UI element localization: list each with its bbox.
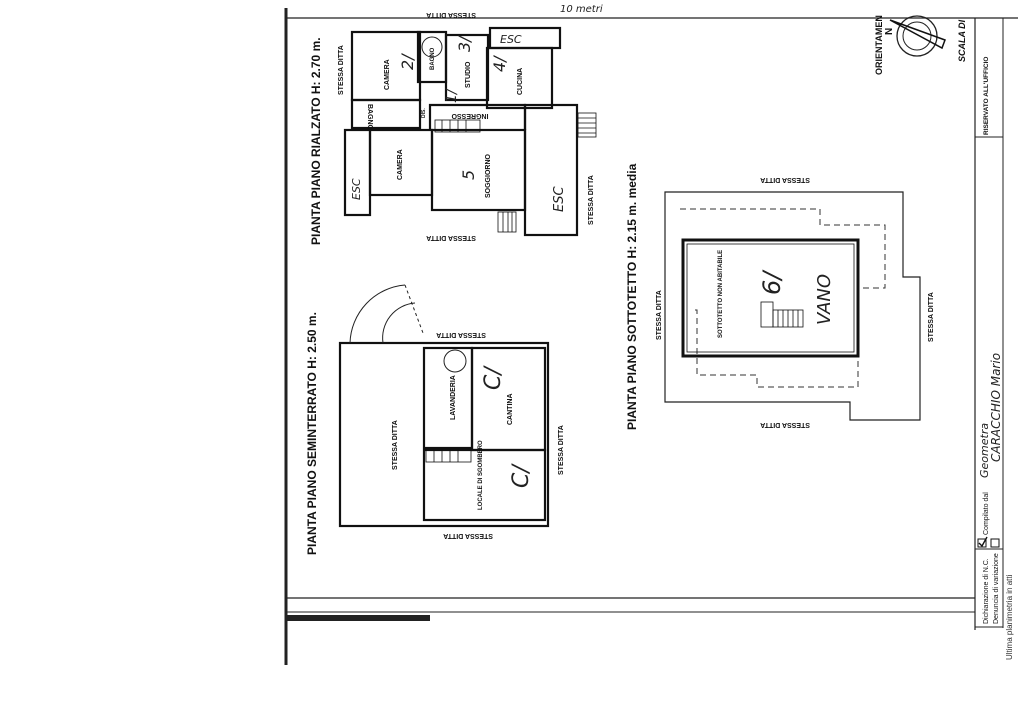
- handwritten-note: 4/: [490, 55, 509, 72]
- neighbor-label: STESSA DITTA: [426, 11, 476, 18]
- room-label: LAVANDERIA: [450, 375, 457, 420]
- room-label: CAMERA: [397, 149, 404, 180]
- neighbor-label: STESSA DITTA: [558, 425, 565, 475]
- room-label: CAMERA: [384, 59, 391, 90]
- compass-icon: [889, 15, 946, 57]
- plan-title: PIANTA PIANO SEMINTERRATO H: 2.50 m.: [305, 312, 319, 555]
- handwritten-note: C/: [481, 365, 506, 390]
- room-label: BAGNO: [430, 47, 436, 70]
- handwritten-note: ESC: [552, 186, 567, 212]
- room-label: CUCINA: [517, 68, 524, 95]
- scale-title: SCALA DI: [957, 19, 967, 62]
- variation-report-checkbox[interactable]: [990, 538, 1000, 548]
- scale-label: 10 metri: [560, 4, 603, 15]
- scale-bar: [287, 615, 430, 621]
- neighbor-label: STESSA DITTA: [588, 175, 595, 225]
- neighbor-label: STESSA DITTA: [426, 234, 476, 241]
- room-label: LOCALE DI SGOMBERO: [478, 440, 484, 510]
- handwritten-note: 6/: [758, 269, 786, 295]
- title-block: Compilato dal Geometra CARACCHIO Mario D…: [977, 353, 1014, 660]
- room-label: STUDIO: [465, 61, 472, 88]
- room-label: STESSA DITTA: [392, 420, 399, 470]
- neighbor-label: STESSA DITTA: [760, 421, 810, 428]
- room-label: SOTTOTETTO NON ABITABILE: [718, 250, 724, 338]
- declaration-nc-checkbox[interactable]: [977, 536, 988, 548]
- room-label: BAGNO: [366, 104, 373, 131]
- plan-title: PIANTA PIANO RIALZATO H: 2.70 m.: [309, 37, 323, 245]
- room-label: CANTINA: [507, 394, 514, 426]
- neighbor-label: STESSA DITTA: [656, 290, 663, 340]
- handwritten-note: 3/: [455, 35, 474, 52]
- variation-report-label: Denuncia di variazione: [993, 553, 1000, 624]
- compiled-by-label: Compilato dal: [983, 492, 990, 535]
- neighbor-label: STESSA DITTA: [760, 176, 810, 183]
- handwritten-note: 5: [459, 170, 478, 180]
- handwritten-note: 2/: [398, 53, 417, 70]
- room-label: INGRESSO: [451, 112, 489, 119]
- handwritten-note: 1/: [444, 88, 460, 103]
- plan-title: PIANTA PIANO SOTTOTETTO H: 2.15 m. media: [625, 163, 639, 430]
- neighbor-label: STESSA DITTA: [436, 331, 486, 338]
- last-plan-label: Ultima planimetria in atti: [1005, 574, 1014, 660]
- north-label: N: [884, 28, 895, 35]
- handwritten-note: VANO: [814, 274, 835, 325]
- declaration-nc-label: Dichiarazione di N.C.: [983, 558, 990, 624]
- room-label: DIS.: [421, 108, 427, 118]
- handwritten-note: C/: [509, 463, 534, 488]
- neighbor-label: STESSA DITTA: [338, 45, 345, 95]
- orientation-label: ORIENTAMEN: [874, 15, 884, 75]
- plan-sottotetto: PIANTA PIANO SOTTOTETTO H: 2.15 m. media…: [625, 163, 935, 430]
- plan-rialzato: PIANTA PIANO RIALZATO H: 2.70 m. CAMERA …: [309, 11, 597, 245]
- neighbor-label: STESSA DITTA: [443, 532, 493, 539]
- plan-seminterrato: PIANTA PIANO SEMINTERRATO H: 2.50 m. LAV…: [305, 284, 565, 555]
- neighbor-label: STESSA DITTA: [928, 292, 935, 342]
- professional-title: Geometra: [978, 423, 991, 478]
- handwritten-note: ESC: [350, 178, 363, 200]
- handwritten-note: ESC: [500, 33, 522, 46]
- reserved-label: RISERVATO ALL'UFFICIO: [983, 57, 990, 135]
- professional-name: CARACCHIO Mario: [989, 353, 1003, 462]
- room-label: SOGGIORNO: [485, 153, 492, 198]
